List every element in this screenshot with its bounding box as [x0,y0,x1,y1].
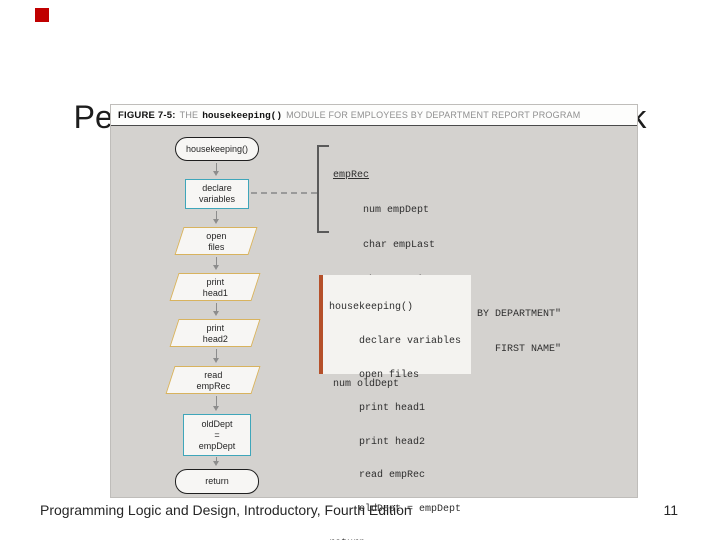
flow-arrow [212,349,219,363]
flowchart-print2-line1: print [206,323,225,333]
figure-caption-module: housekeeping() [202,109,283,121]
pseudocode-line: return [329,538,465,540]
flowchart-print2-line2: head2 [202,333,228,344]
dashed-connector-line [251,192,317,194]
figure-caption-post: MODULE FOR EMPLOYEES BY DEPARTMENT REPOR… [286,110,581,120]
flowchart-print1-line2: head1 [202,287,228,298]
flow-arrow [212,163,219,176]
flowchart-assign-line1: oldDept [201,419,233,429]
flowchart-open-line1: open [206,231,227,241]
declaration-line: num oldDept [333,378,400,390]
footer-text: Programming Logic and Design, Introducto… [40,502,412,518]
declaration-bracket [317,145,329,233]
flowchart-assign-line3: empDept [198,441,236,451]
declaration-record-name: empRec [333,170,370,182]
declaration-line: char empLast [333,239,436,251]
figure-caption-pre: THE [179,110,199,120]
figure-panel: FIGURE 7-5: THE housekeeping() MODULE FO… [110,104,638,540]
flowchart-print-head2-io: print head2 [169,319,261,347]
flowchart-read-line1: read [204,370,223,380]
flow-arrow [212,211,219,224]
pseudocode-line: housekeeping() [329,302,414,314]
pseudocode-line: read empRec [329,470,426,482]
slide-accent-square [35,8,49,22]
pseudocode-line: print head2 [329,436,426,448]
flowchart-declare-process: declare variables [185,179,249,209]
declaration-line: num empDept [333,204,430,216]
pseudocode-line: declare variables [329,336,462,348]
flowchart-assign-process: oldDept = empDept [183,414,251,456]
flowchart-declare-line1: declare [202,183,232,193]
flowchart-assign-line2: = [214,430,220,440]
flowchart-open-files-io: open files [174,227,258,255]
pseudocode-line: print head1 [329,403,426,415]
flowchart-print-head1-io: print head1 [169,273,261,301]
flowchart-declare-line2: variables [198,193,236,204]
figure-caption-bar: FIGURE 7-5: THE housekeeping() MODULE FO… [111,105,637,126]
flowchart-return-label: return [205,476,229,487]
flow-arrow [212,396,219,411]
flowchart-print1-line1: print [206,277,225,287]
pseudocode-box: housekeeping() declare variables open fi… [319,275,471,540]
flow-arrow [212,457,219,466]
flowchart-read-line2: empRec [196,380,231,391]
pseudocode-line: open files [329,369,420,381]
flow-arrow [212,257,219,270]
figure-caption-label: FIGURE 7-5: [118,109,176,121]
flowchart-start-label: housekeeping() [185,143,249,154]
flowchart-start-terminal: housekeeping() [175,137,259,161]
flowchart-open-line2: files [208,241,225,252]
flow-arrow [212,303,219,316]
page-number: 11 [663,502,678,518]
pseudocode-line: oldDept = empDept [329,504,462,516]
flowchart-read-emprec-io: read empRec [165,366,261,394]
flowchart-return-terminal: return [175,469,259,494]
